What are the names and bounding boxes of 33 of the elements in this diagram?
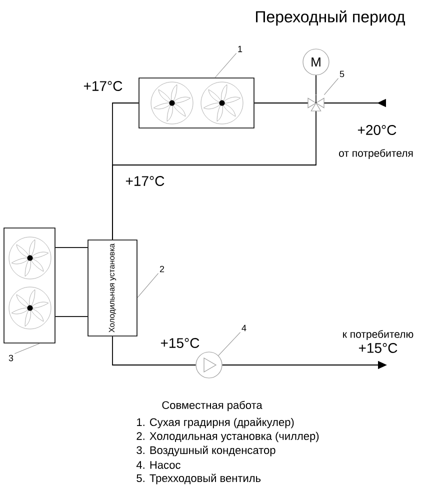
leader-line <box>214 53 237 78</box>
leader-line <box>324 78 339 96</box>
callout-number: 1 <box>238 46 242 52</box>
list-item: 5. Трехходовый вентиль <box>136 474 261 484</box>
list-item: 3. Воздушный конденсатор <box>136 446 276 456</box>
pipe-line <box>54 247 88 248</box>
list-item: 4. Насос <box>136 461 180 469</box>
pipe-line <box>112 110 316 240</box>
leader-line <box>137 273 159 298</box>
pump-symbol <box>196 352 222 378</box>
title: Переходный период <box>256 10 405 26</box>
flow-note: от потребителя <box>339 149 413 159</box>
pipe-line <box>54 316 88 318</box>
callout-number: 5 <box>340 70 344 78</box>
temperature-label: +20°C <box>358 125 396 135</box>
destination-label: к потребителю +15°C <box>343 330 414 353</box>
callout-number: 4 <box>242 324 246 332</box>
pipe-line <box>254 102 308 104</box>
fan-unit <box>4 228 56 344</box>
fan-unit <box>138 78 254 128</box>
valve-symbol <box>308 94 324 112</box>
leader-line <box>14 343 40 354</box>
list-item: 1. Сухая градирня (драйкулер) <box>137 418 294 428</box>
callout-number: 3 <box>8 354 14 362</box>
list-item: 2. Холодильная установка (чиллер) <box>136 432 319 442</box>
chiller-box: Холодильная установка <box>88 240 138 336</box>
list-heading: Совместная работа <box>162 400 262 412</box>
temperature-label: +17°C <box>126 176 164 186</box>
temperature-label: +15°C <box>160 338 200 348</box>
temperature-label: +17°C <box>84 81 122 91</box>
leader-line <box>218 332 241 356</box>
pipe-line <box>112 336 196 366</box>
callout-number: 2 <box>160 266 164 272</box>
